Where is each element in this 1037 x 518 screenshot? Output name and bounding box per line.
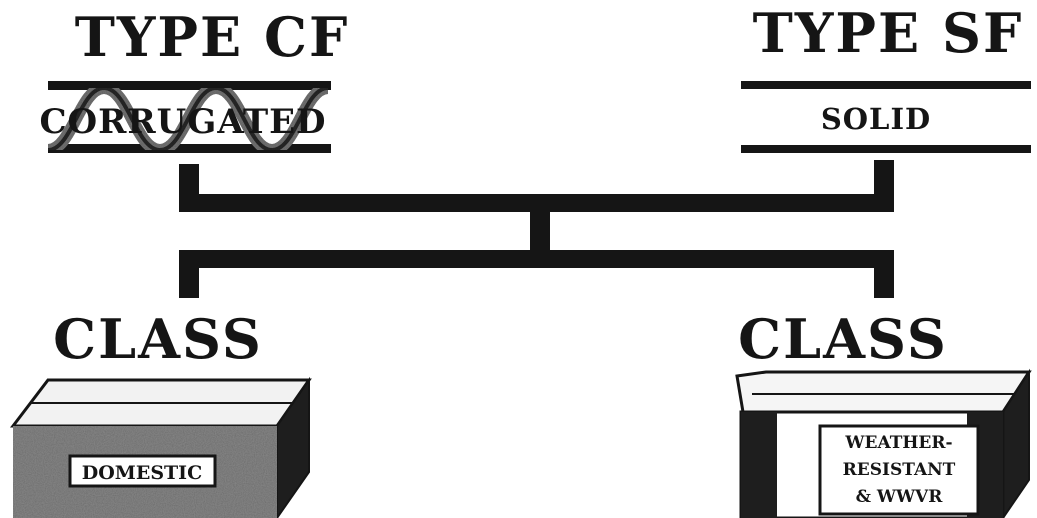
connector-brackets [179,160,894,298]
corrugated-label: CORRUGATED [39,102,326,142]
lower-bracket-right-post [874,250,894,298]
solid-bottom-liner [741,145,1031,153]
solid-label: SOLID [821,102,931,136]
wr-box-top [735,370,1032,414]
wr-box-label-line-1: WEATHER- [844,433,952,453]
corrugated-top-liner [48,81,331,90]
corrugated-board-symbol: CORRUGATED [39,81,334,157]
wr-box-label-line-3: & WWVR [856,487,944,507]
upper-bracket-bar [179,194,894,212]
wr-box-left-band [741,412,777,518]
center-stem [530,212,550,252]
carton-box-icon: DOMESTIC [9,376,312,518]
domestic-label-plate [68,454,217,488]
lower-bracket-bar [179,250,894,268]
carton-box-icon: WEATHER- RESISTANT & WWVR [735,368,1032,518]
type-cf-title: TYPE CF [75,5,350,69]
class-title-right: CLASS [738,307,948,371]
domestic-box-label: DOMESTIC [82,462,202,484]
flat-board-icon: SOLID [741,81,1031,153]
class-title-left: CLASS [53,307,263,371]
wr-label-plate [818,424,980,516]
type-sf-title: TYPE SF [753,1,1024,65]
lower-bracket-left-post [179,250,199,298]
wr-box-label-line-2: RESISTANT [843,460,956,480]
wave-between-lines-icon [42,81,334,157]
solid-top-liner [741,81,1031,89]
corrugated-bottom-liner [48,144,331,153]
